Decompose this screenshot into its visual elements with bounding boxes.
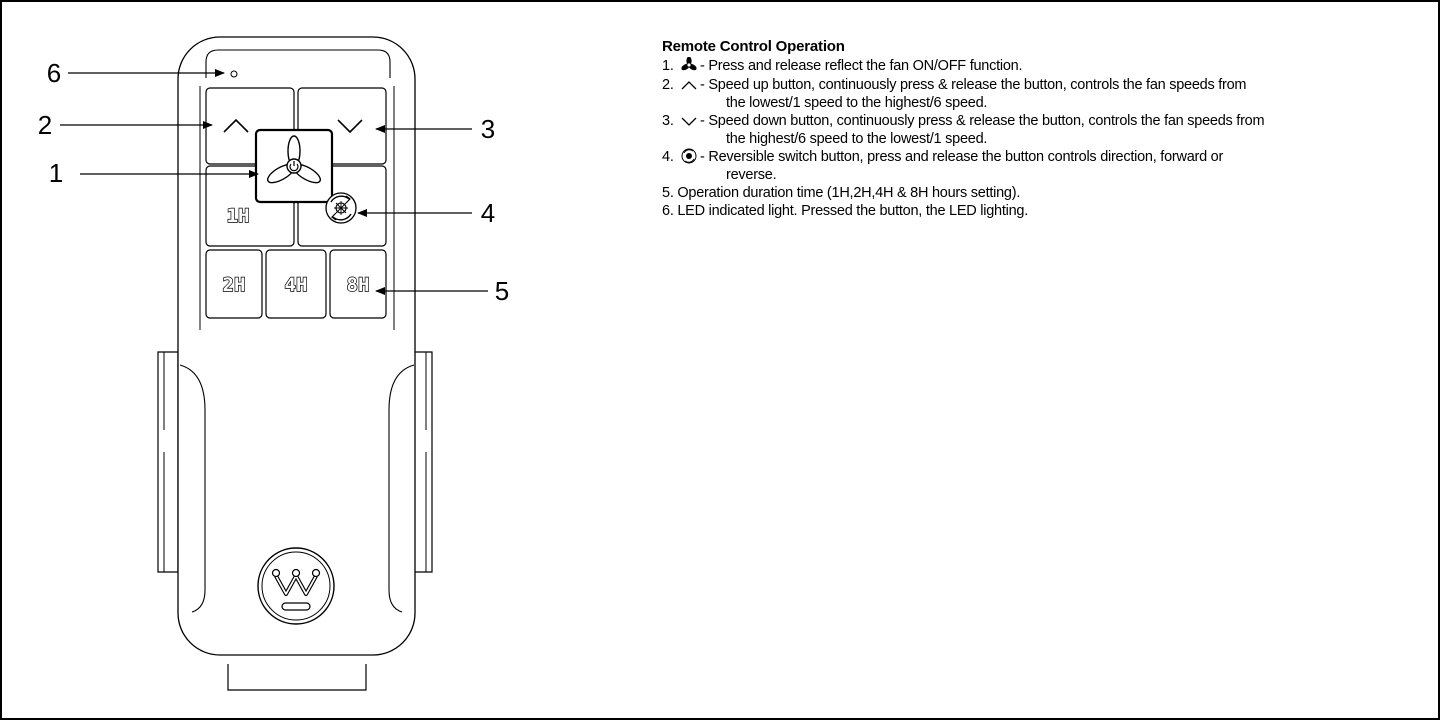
instructions-list: 1. - Press and release reflect the fan O… [662,56,1442,220]
item-text: 5. Operation duration time (1H,2H,4H & 8… [662,185,1021,201]
item-text: - Speed up button, continuously press & … [700,77,1247,93]
item-text: 6. LED indicated light. Pressed the butt… [662,203,1029,219]
fan-power-icon [266,135,322,184]
timer-8h-label: 8H [347,274,370,296]
callout-3: 3 [481,114,495,144]
callout-6: 6 [47,58,61,88]
timer-2h-button[interactable] [205,249,263,319]
chevron-up-icon [223,118,249,133]
instruction-item-6: 6. LED indicated light. Pressed the butt… [662,202,1442,220]
westinghouse-logo [257,547,335,625]
callout-2: 2 [38,110,52,140]
timer-4h-label: 4H [285,274,308,296]
item-number: 4. [662,149,674,165]
instructions-title: Remote Control Operation [662,38,845,55]
reverse-direction-icon [325,192,357,224]
belt-clip [157,351,433,691]
instruction-item-3: 3. - Speed down button, continuously pre… [662,112,1442,148]
callouts: 6 2 1 3 4 5 [38,58,509,306]
callout-1: 1 [49,158,63,188]
item-number: 1. [662,58,674,74]
item-text-continued: the highest/6 speed to the lowest/1 spee… [726,131,988,147]
remote-diagram: 1H 2H 4H 8H 6 2 1 3 4 5 [38,36,509,691]
item-number: 2. [662,77,674,93]
chevron-up-icon [678,76,700,94]
timer-1h-label: 1H [227,205,250,227]
item-text: - Press and release reflect the fan ON/O… [700,58,1023,74]
callout-5: 5 [495,276,509,306]
timer-2h-label: 2H [223,274,246,296]
instruction-item-2: 2. - Speed up button, continuously press… [662,76,1442,112]
item-number: 3. [662,113,674,129]
chevron-down-icon [337,119,363,134]
item-text: - Speed down button, continuously press … [700,113,1265,129]
reverse-icon [678,148,700,167]
timer-8h-button[interactable] [329,249,387,319]
timer-4h-button[interactable] [265,249,327,319]
callout-4: 4 [481,198,495,228]
item-text: - Reversible switch button, press and re… [700,149,1224,165]
fan-icon [678,56,700,76]
instruction-item-1: 1. - Press and release reflect the fan O… [662,56,1442,76]
chevron-down-icon [678,112,700,130]
item-text-continued: reverse. [726,167,777,183]
instruction-item-5: 5. Operation duration time (1H,2H,4H & 8… [662,184,1442,202]
item-text-continued: the lowest/1 speed to the highest/6 spee… [726,95,988,111]
led-indicator [230,70,238,78]
instructions-panel: Remote Control Operation 1. - Press and … [662,38,1442,220]
instruction-item-4: 4. - Reversible switch button, press and… [662,148,1442,184]
keypad: 1H 2H 4H 8H [205,87,387,319]
